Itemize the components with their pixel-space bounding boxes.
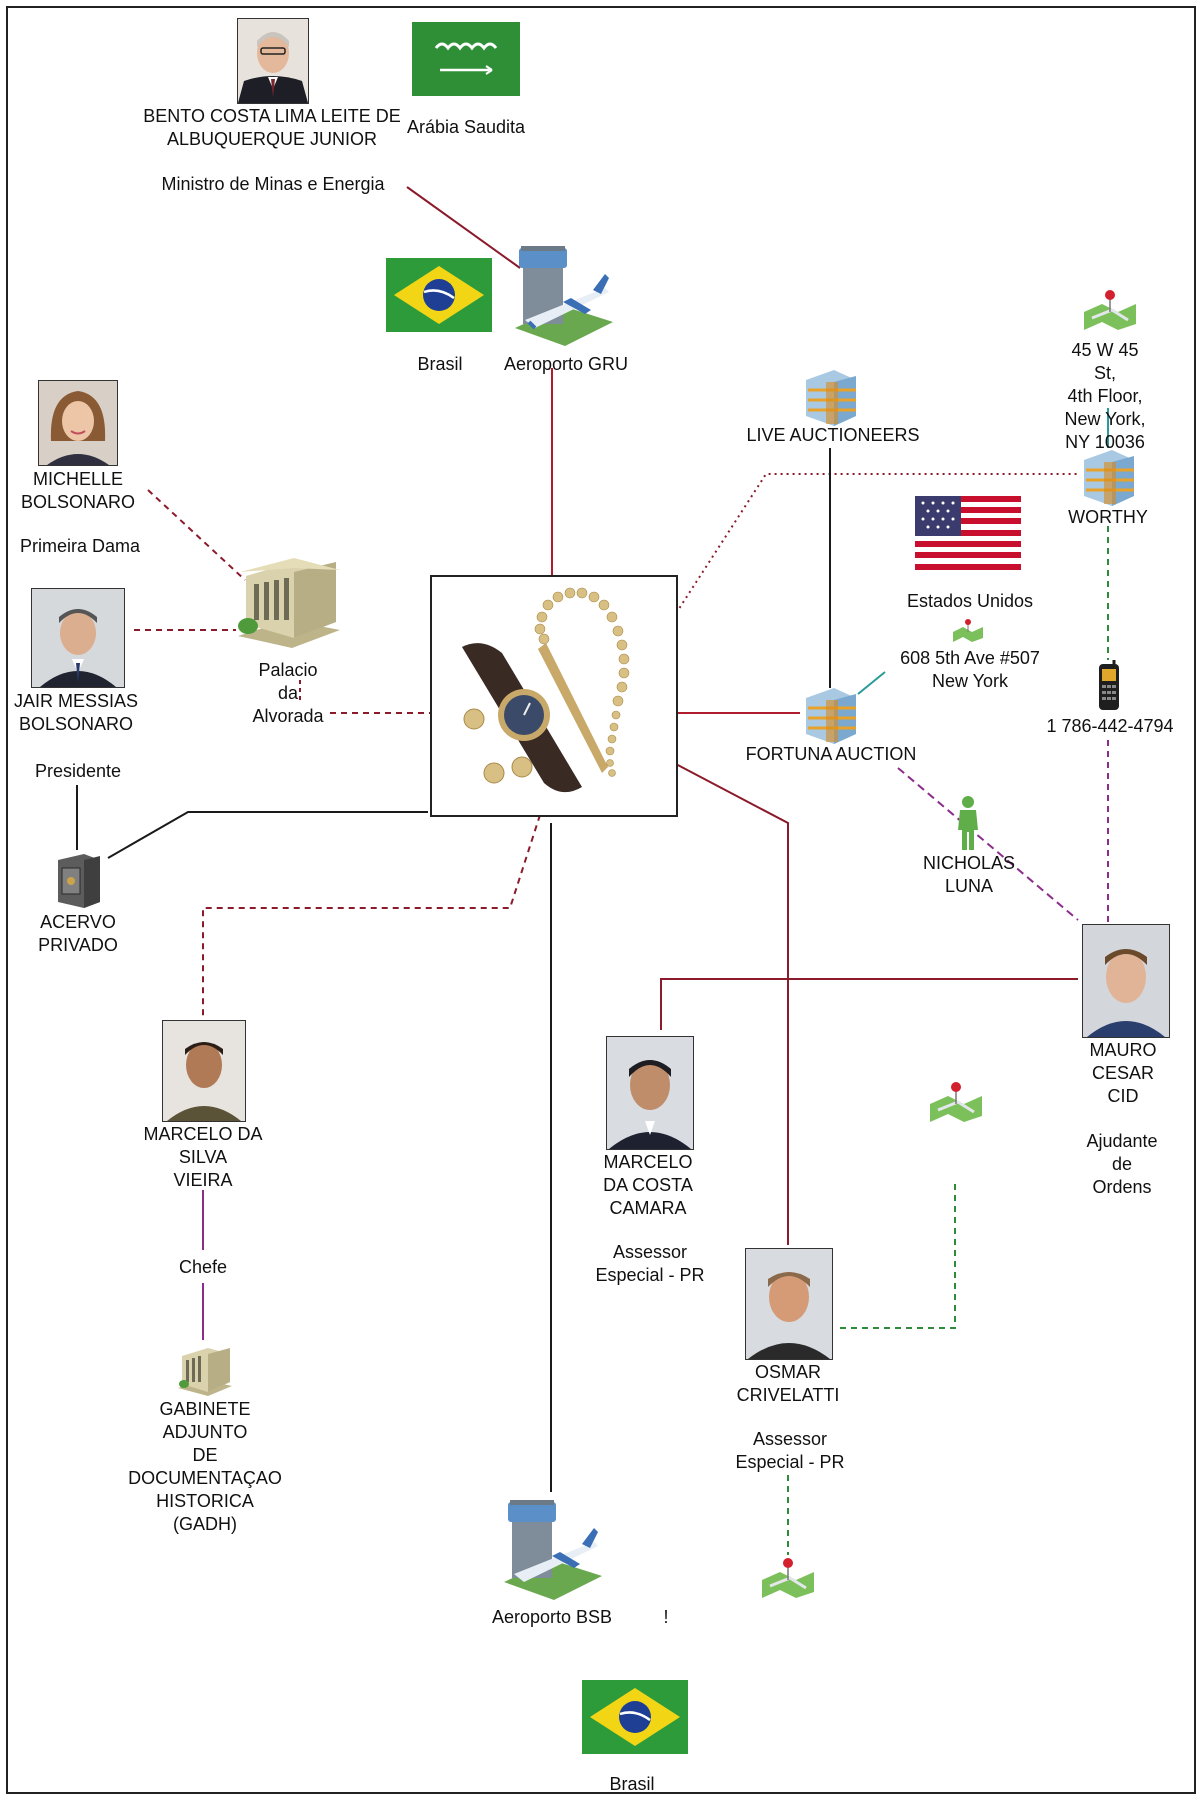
- brasil-top-label: Brasil: [417, 354, 463, 374]
- palacio-label: Palacio da Alvorada: [252, 660, 324, 726]
- link-center-osmar: [673, 762, 789, 1245]
- worthy-building-icon: [1078, 448, 1140, 506]
- estados-unidos-label: Estados Unidos: [906, 591, 1034, 611]
- airport-gru-icon: [505, 238, 613, 348]
- link-michelle-palacio: [147, 489, 246, 581]
- link-address-fortuna: [857, 671, 886, 695]
- jair-photo: [31, 588, 125, 688]
- osmar-label: OSMAR CRIVELATTI: [736, 1362, 840, 1405]
- marcelo-camara-role: Assessor Especial - PR: [595, 1242, 705, 1285]
- nicholas-person-icon: [956, 796, 980, 850]
- link-osmar-map: [840, 1183, 956, 1329]
- usa-flag-icon: [915, 496, 1021, 570]
- worthy-label: WORTHY: [1068, 507, 1148, 527]
- map-pin-middle-icon: [928, 1080, 984, 1122]
- bento-photo: [237, 18, 309, 104]
- marcelo-camara-label: MARCELO DA COSTA CAMARA: [603, 1152, 693, 1218]
- marcelo-camara-photo: [606, 1036, 694, 1150]
- link-bento-gru: [406, 186, 521, 269]
- brazil-flag-icon-bottom: [582, 1680, 688, 1754]
- airport-bsb-icon: [494, 1492, 602, 1602]
- link-mauro-camara: [660, 978, 1078, 1030]
- nicholas-label: NICHOLAS LUNA: [922, 853, 1016, 896]
- link-acervo-center: [107, 811, 428, 859]
- gadh-label: GABINETE ADJUNTO DE DOCUMENTAÇAO HISTORI…: [128, 1399, 282, 1534]
- fortuna-address-map-icon: [952, 618, 984, 642]
- address-fortuna-label: 608 5th Ave #507 New York: [900, 648, 1040, 691]
- gadh-building-icon: [176, 1344, 234, 1396]
- diagram-frame: [6, 6, 1196, 1794]
- aeroporto-bsb-label: Aeroporto BSB: [491, 1607, 613, 1627]
- mauro-photo: [1082, 924, 1170, 1038]
- brazil-flag-icon-top: [386, 258, 492, 332]
- mauro-role: Ajudante de Ordens: [1086, 1131, 1158, 1197]
- acervo-label: ACERVO PRIVADO: [38, 912, 118, 955]
- brasil-bottom-label: Brasil: [609, 1774, 655, 1794]
- worthy-address-map-icon: [1082, 288, 1138, 330]
- phone-icon: [1096, 660, 1122, 712]
- michelle-label: MICHELLE BOLSONARO: [20, 469, 136, 512]
- saudi-flag-icon: [412, 22, 520, 96]
- bento-label: BENTO COSTA LIMA LEITE DE ALBUQUERQUE JU…: [143, 106, 401, 149]
- marcelo-vieira-role: Chefe: [178, 1257, 228, 1277]
- michelle-photo: [38, 380, 118, 466]
- jair-label: JAIR MESSIAS BOLSONARO: [13, 691, 139, 734]
- live-auctioneers-building-icon: [800, 368, 862, 426]
- jair-role: Presidente: [34, 761, 122, 781]
- address-worthy-label: 45 W 45 St, 4th Floor, New York, NY 1003…: [1064, 340, 1146, 452]
- bento-role: Ministro de Minas e Energia: [161, 174, 385, 194]
- osmar-role: Assessor Especial - PR: [735, 1429, 845, 1472]
- michelle-role: Primeira Dama: [19, 536, 141, 556]
- jewelry-center-photo: [430, 575, 678, 817]
- fortuna-building-icon: [800, 686, 862, 744]
- bsb-extra-mark: !: [663, 1607, 669, 1627]
- mauro-label: MAURO CESAR CID: [1089, 1040, 1157, 1106]
- osmar-photo: [745, 1248, 833, 1360]
- aeroporto-gru-label: Aeroporto GRU: [503, 354, 629, 374]
- arabia-label: Arábia Saudita: [406, 117, 526, 137]
- link-fortuna-nicholas-mauro: [897, 767, 1079, 921]
- acervo-safe-icon: [54, 852, 104, 908]
- palacio-building-icon: [232, 556, 342, 648]
- link-center-vieira: [202, 814, 541, 1018]
- map-pin-bottom-icon: [760, 1556, 816, 1598]
- live-auctioneers-label: LIVE AUCTIONEERS: [746, 425, 920, 445]
- fortuna-label: FORTUNA AUCTION: [745, 744, 917, 764]
- marcelo-vieira-label: MARCELO DA SILVA VIEIRA: [143, 1124, 263, 1190]
- marcelo-vieira-photo: [162, 1020, 246, 1122]
- phone-label: 1 786-442-4794: [1046, 716, 1174, 736]
